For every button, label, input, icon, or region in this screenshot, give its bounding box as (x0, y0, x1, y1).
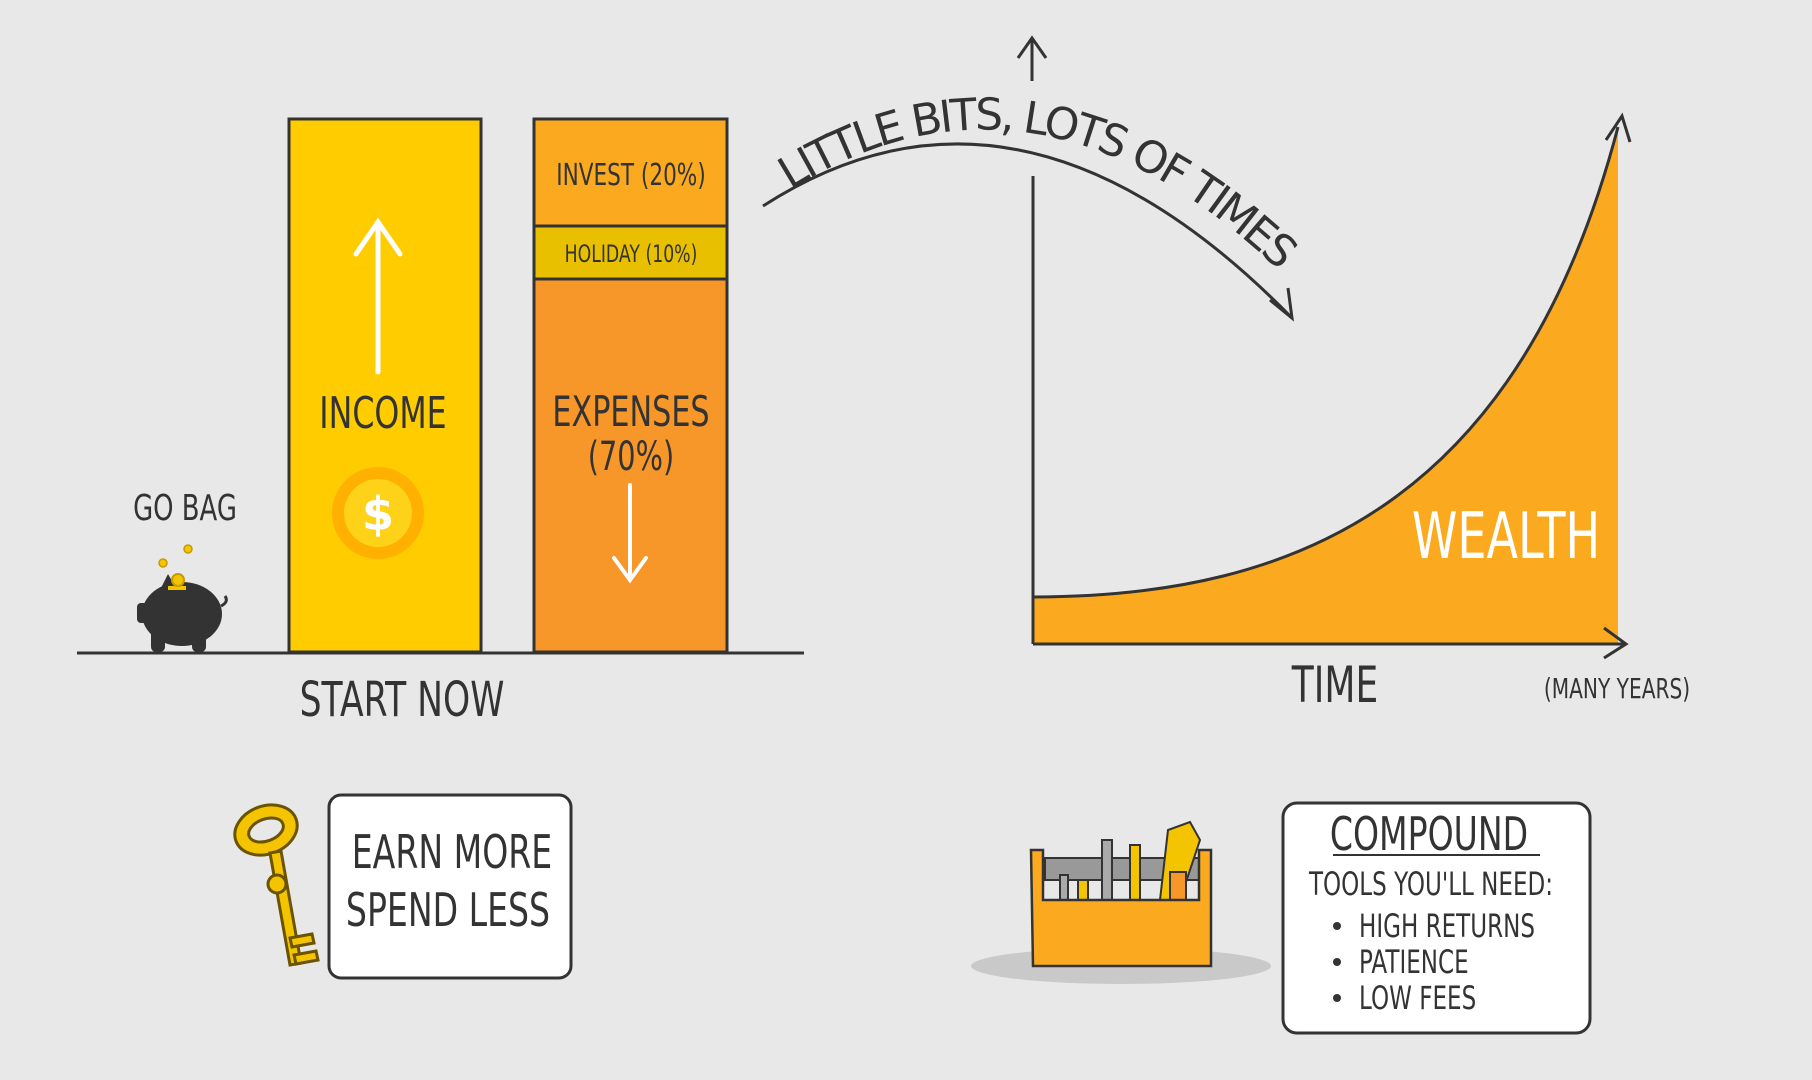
holiday-label: HOLIDAY (10%) (565, 240, 698, 268)
expenses-percent: (70%) (588, 434, 674, 480)
list-item: HIGH RETURNS (1359, 907, 1535, 945)
arrow-down-icon (612, 483, 648, 584)
spending-bar (532, 117, 729, 654)
y-axis-arrow-icon (1016, 35, 1048, 59)
invest-label: INVEST (20%) (556, 159, 706, 193)
go-bag-label: GO BAG (133, 488, 237, 529)
coin-icon: $ (332, 467, 424, 559)
compound-title: COMPOUND (1330, 809, 1528, 862)
wealth-label: WEALTH (1412, 499, 1600, 574)
bullet-icon (1333, 958, 1341, 966)
expenses-segment (532, 277, 729, 654)
arrow-up-icon (353, 217, 403, 375)
list-item: LOW FEES (1359, 979, 1476, 1017)
holiday-segment (532, 224, 729, 281)
key-icon (233, 803, 320, 967)
wealth-area (1033, 127, 1618, 644)
spend-less-text: SPEND LESS (346, 885, 550, 938)
compound-box (1281, 801, 1592, 1035)
many-years-label: (MANY YEARS) (1544, 672, 1690, 705)
piggy-bank-icon (137, 544, 228, 652)
curve-arrowhead-icon (1604, 112, 1632, 143)
tools-list: HIGH RETURNS PATIENCE LOW FEES (1333, 907, 1535, 1017)
earn-more-text: EARN MORE (352, 827, 552, 880)
arc-label-text: LITTLE BITS, LOTS OF TIMES (770, 89, 1306, 277)
income-label: INCOME (319, 388, 446, 440)
bullet-icon (1333, 994, 1341, 1002)
earn-more-box (327, 793, 573, 980)
arc-arrow (762, 142, 1294, 320)
wealth-curve (1032, 126, 1620, 599)
start-now-label: START NOW (300, 671, 505, 727)
income-bar (287, 117, 483, 654)
bullet-icon (1333, 922, 1341, 930)
list-item: PATIENCE (1359, 943, 1469, 981)
arc-label: LITTLE BITS, LOTS OF TIMES (770, 89, 1309, 277)
time-label: TIME (1291, 657, 1378, 714)
coin-symbol: $ (362, 487, 394, 541)
expenses-label: EXPENSES (552, 387, 709, 436)
compound-subtitle: TOOLS YOU'LL NEED: (1308, 865, 1553, 903)
toolbox-icon (1029, 820, 1213, 968)
x-axis-arrow-icon (1603, 626, 1629, 660)
arc-arrowhead-icon (1269, 287, 1294, 322)
